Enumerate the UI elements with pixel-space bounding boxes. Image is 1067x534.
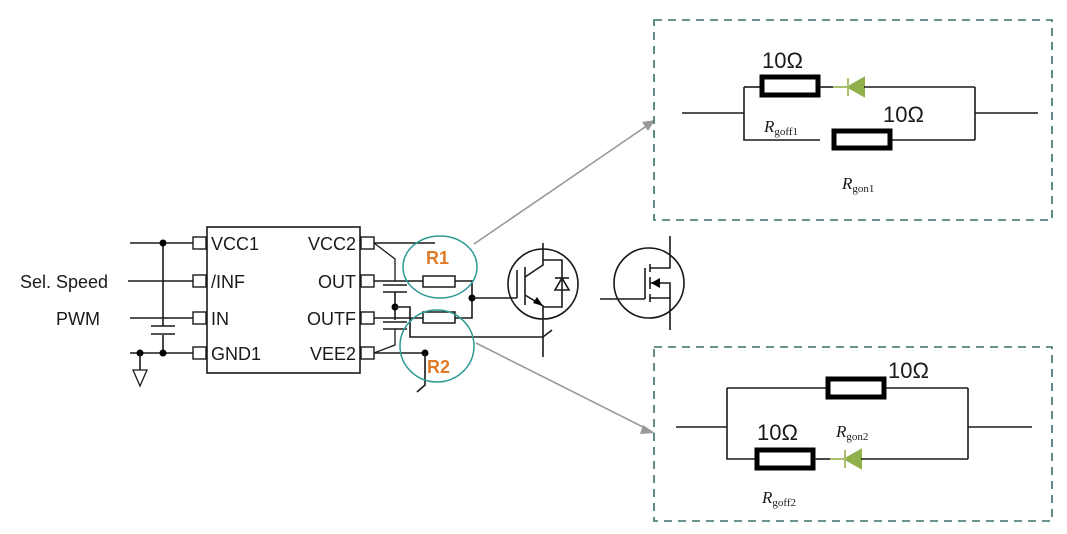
rgon1-label: Rgon1 (841, 174, 874, 195)
pin-vee2 (360, 346, 375, 360)
bottom-resistor-value: 10Ω (757, 420, 798, 445)
diode-icon (845, 76, 865, 98)
vee2-ground-wire (416, 353, 426, 393)
junction-dot (159, 239, 167, 247)
input-network (128, 239, 193, 388)
resistor-top (825, 376, 887, 400)
bottom-resistor-value: 10Ω (883, 102, 924, 127)
top-resistor-value: 10Ω (762, 48, 803, 73)
pin-vcc2 (360, 236, 375, 250)
pin-outf (360, 311, 375, 325)
arrowhead-icon (640, 425, 655, 434)
rgoff1-label: Rgoff1 (763, 117, 798, 138)
output-network (373, 235, 553, 393)
r2-resistor (422, 311, 456, 324)
driver-ic: VCC1 /INF IN GND1 VCC2 OUT OUTF VEE2 (192, 226, 375, 374)
resistor-bottom (754, 447, 816, 471)
detail-box-top (653, 19, 1053, 221)
ic-body (206, 226, 361, 374)
pin-label-vee2: VEE2 (310, 344, 356, 364)
arrowhead-icon (642, 120, 655, 131)
pin-in (192, 311, 207, 325)
ground-icon (132, 369, 148, 388)
zoom-arrows (473, 120, 655, 434)
rgon2-label: Rgon2 (835, 422, 868, 443)
vee2-cap-wire (373, 329, 396, 354)
junction-dot (159, 349, 167, 357)
arrow-to-bottom-detail (475, 342, 648, 430)
vcc2-cap-wire (373, 242, 396, 281)
sel-speed-label: Sel. Speed (20, 272, 108, 292)
pin-out (360, 274, 375, 288)
mosfet-icon (600, 236, 685, 330)
arrow-to-top-detail (473, 124, 649, 245)
r1-highlight-circle (402, 235, 478, 299)
detail-box-bottom (653, 346, 1053, 522)
emitter-return-wire (395, 306, 553, 338)
resistor-bottom (831, 128, 893, 151)
r2-highlight-circle (399, 309, 475, 383)
pin-label-vcc1: VCC1 (211, 234, 259, 254)
igbt-icon (507, 243, 579, 357)
pwm-label: PWM (56, 309, 100, 329)
r1-resistor (422, 275, 456, 288)
pin-label-gnd1: GND1 (211, 344, 261, 364)
dashed-border (653, 19, 1053, 221)
resistor-top (759, 74, 821, 98)
pin-label-out: OUT (318, 272, 356, 292)
r2-label: R2 (427, 357, 450, 377)
pin-vcc1 (192, 236, 207, 250)
dashed-border (653, 346, 1053, 522)
pin-label-vcc2: VCC2 (308, 234, 356, 254)
top-resistor-value: 10Ω (888, 358, 929, 383)
pin-label-inf: /INF (211, 272, 245, 292)
r1-to-gate-wire (455, 280, 473, 297)
pin-gnd1 (192, 346, 207, 360)
r1-label: R1 (426, 248, 449, 268)
diode-icon (842, 448, 862, 470)
pin-label-in: IN (211, 309, 229, 329)
pin-inf (192, 274, 207, 288)
pin-label-outf: OUTF (307, 309, 356, 329)
rgoff2-label: Rgoff2 (761, 488, 796, 509)
